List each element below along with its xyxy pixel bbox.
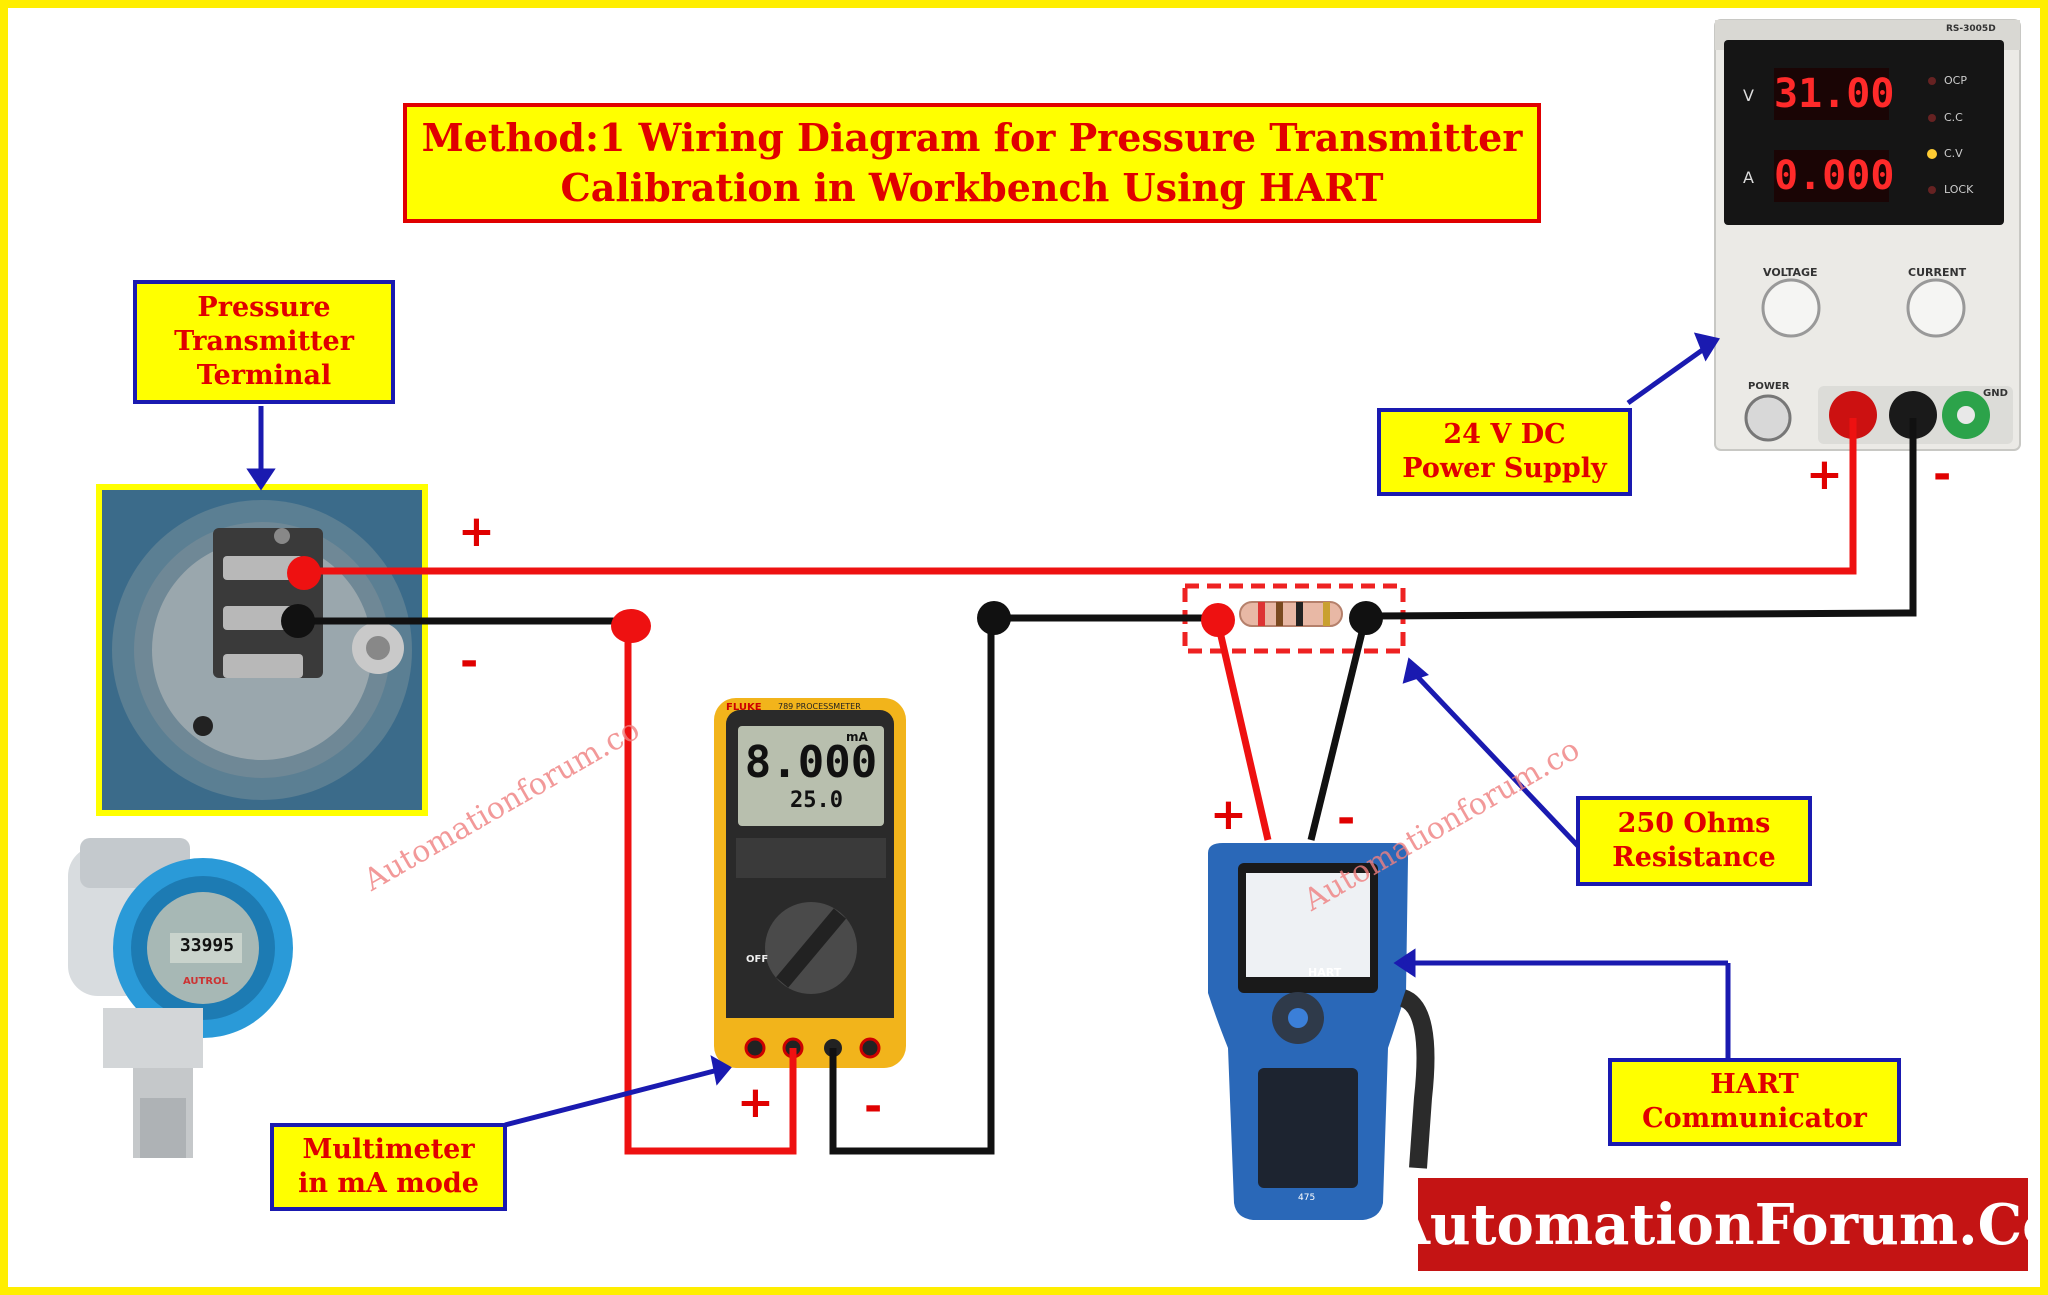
indicator-ocp: OCP xyxy=(1944,74,1967,87)
label-line: Resistance xyxy=(1612,842,1776,873)
label-line: HART xyxy=(1710,1069,1799,1100)
title-line-1: Method:1 Wiring Diagram for Pressure Tra… xyxy=(421,115,1523,160)
positive-wire-hart xyxy=(1214,622,1272,841)
current-knob-label: CURRENT xyxy=(1908,266,1967,279)
pressure-transmitter-device xyxy=(68,838,293,1158)
hart-brand-label: HART xyxy=(1308,966,1342,979)
positive-wire-main xyxy=(304,418,1857,575)
label-multimeter: Multimeter in mA mode xyxy=(270,1123,507,1211)
brand-banner: AutomationForum.Co xyxy=(1386,1178,2040,1271)
resistor-left-dot xyxy=(1201,603,1235,637)
label-resistance: 250 Ohms Resistance xyxy=(1576,796,1812,886)
wiring-layer xyxy=(68,19,2021,1220)
sign-plus-supply: + xyxy=(1806,449,1843,500)
sign-minus-transmitter: - xyxy=(460,636,479,687)
transmitter-minus-dot xyxy=(281,604,315,638)
multimeter-reading: 8.000 xyxy=(744,737,878,788)
hart-communicator-device xyxy=(1208,843,1435,1220)
title-line-2: Calibration in Workbench Using HART xyxy=(560,165,1384,210)
label-line: Power Supply xyxy=(1402,453,1607,484)
sign-minus-multimeter: - xyxy=(864,1081,883,1132)
voltage-knob-label: VOLTAGE xyxy=(1763,266,1818,279)
label-hart-communicator: HART Communicator xyxy=(1608,1058,1901,1146)
label-line: Pressure xyxy=(197,292,331,323)
diagram-title: Method:1 Wiring Diagram for Pressure Tra… xyxy=(403,103,1541,223)
positive-wire-multimeter xyxy=(624,626,797,1155)
multimeter-off-label: OFF xyxy=(746,954,769,965)
label-line: 250 Ohms xyxy=(1617,808,1771,839)
negative-wire-multimeter xyxy=(829,614,1218,1155)
label-line: Terminal xyxy=(196,360,332,391)
supply-model-label: RS-3005D xyxy=(1946,24,1996,34)
power-supply-device xyxy=(1714,19,2021,451)
negative-wire-supply xyxy=(1365,418,1917,620)
multimeter-percent: 25.0 xyxy=(790,788,843,813)
brand-text: AutomationForum.Co xyxy=(1386,1191,2048,1258)
multimeter-unit: mA xyxy=(846,730,868,744)
label-line: Multimeter xyxy=(302,1134,475,1165)
sign-plus-multimeter: + xyxy=(737,1077,774,1128)
label-power-supply: 24 V DC Power Supply xyxy=(1377,408,1632,496)
volt-unit-label: V xyxy=(1743,86,1754,105)
voltage-display: 31.00 xyxy=(1774,71,1895,117)
transmitter-terminal-photo xyxy=(96,484,428,816)
gnd-label: GND xyxy=(1983,388,2008,399)
label-line: 24 V DC xyxy=(1443,419,1566,450)
label-pressure-transmitter-terminal: Pressure Transmitter Terminal xyxy=(133,280,395,404)
indicator-cv: C.V xyxy=(1944,147,1963,160)
sign-plus-hart: + xyxy=(1210,789,1247,840)
multimeter-model: 789 PROCESSMETER xyxy=(778,702,861,711)
multimeter-brand: FLUKE xyxy=(726,702,762,713)
amp-unit-label: A xyxy=(1743,168,1754,187)
sign-minus-hart: - xyxy=(1337,793,1356,844)
indicator-cc: C.C xyxy=(1944,111,1963,124)
pointer-arrows xyxy=(246,332,1731,1128)
label-line: Transmitter xyxy=(174,326,354,357)
transmitter-lcd-reading: 33995 xyxy=(179,935,235,956)
resistor-right-dot xyxy=(1349,601,1383,635)
transmitter-brand: AUTROL xyxy=(183,976,228,987)
current-display: 0.000 xyxy=(1774,153,1895,199)
sign-plus-transmitter: + xyxy=(458,506,495,557)
label-line: in mA mode xyxy=(298,1168,479,1199)
indicator-lock: LOCK xyxy=(1944,183,1974,196)
negative-wire-hart xyxy=(1307,615,1370,841)
power-switch-label: POWER xyxy=(1748,381,1790,392)
transmitter-plus-dot xyxy=(287,556,321,590)
hart-model-label: 475 xyxy=(1298,1193,1316,1203)
multimeter-junction-dot xyxy=(611,609,651,643)
label-line: Communicator xyxy=(1642,1103,1867,1134)
multimeter-device xyxy=(714,698,906,1068)
sign-minus-supply: - xyxy=(1933,449,1952,500)
negative-junction-dot xyxy=(977,601,1011,635)
